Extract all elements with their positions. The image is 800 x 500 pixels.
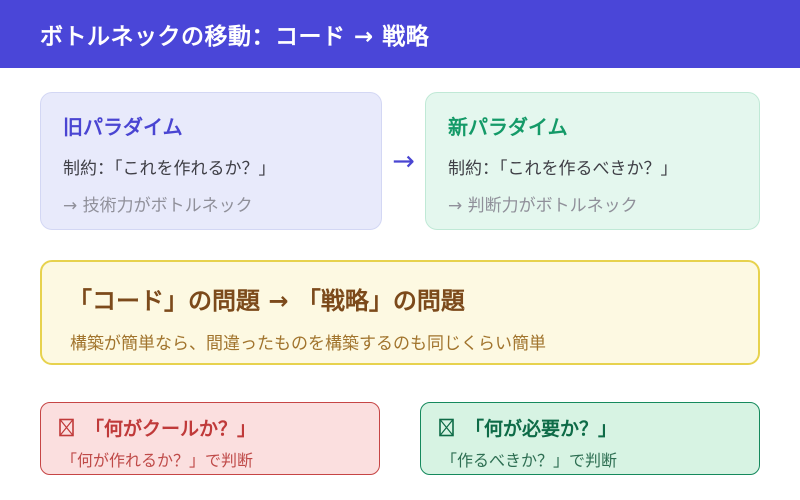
content-area: 旧パラダイム 制約：「これを作れるか？」 → 技術力がボトルネック → 新パラダ… (0, 92, 800, 475)
cool-criteria-title-row: 「何がクールか？」 (59, 414, 361, 441)
needed-criteria-title: 「何が必要か？」 (465, 418, 618, 440)
needed-criteria-title-row: 「何が必要か？」 (439, 414, 741, 441)
needed-criteria-card: 「何が必要か？」 「作るべきか？」で判断 (420, 402, 760, 475)
verdict-row: 「何がクールか？」 「何が作れるか？」で判断 「何が必要か？」 「作るべきか？」… (40, 402, 760, 475)
new-paradigm-constraint: 制約：「これを作るべきか？」 (448, 159, 678, 179)
new-paradigm-bottleneck: → 判断力がボトルネック (448, 196, 638, 216)
problem-shift-subtitle: 構築が簡単なら、間違ったものを構築するのも同じくらい簡単 (70, 334, 546, 354)
new-paradigm-card: 新パラダイム 制約：「これを作るべきか？」 → 判断力がボトルネック (425, 92, 760, 230)
cool-criteria-title: 「何がクールか？」 (85, 418, 257, 440)
paradigm-row: 旧パラダイム 制約：「これを作れるか？」 → 技術力がボトルネック → 新パラダ… (40, 92, 760, 230)
old-paradigm-constraint: 制約：「これを作れるか？」 (63, 159, 276, 179)
cool-criteria-card: 「何がクールか？」 「何が作れるか？」で判断 (40, 402, 380, 475)
old-paradigm-bottleneck: → 技術力がボトルネック (63, 196, 253, 216)
old-paradigm-title: 旧パラダイム (63, 115, 183, 139)
problem-shift-card: 「コード」の問題 → 「戦略」の問題 構築が簡単なら、間違ったものを構築するのも… (40, 260, 760, 365)
new-paradigm-title: 新パラダイム (448, 115, 568, 139)
header-bar: ボトルネックの移動：コード → 戦略 (0, 0, 800, 68)
problem-shift-title: 「コード」の問題 → 「戦略」の問題 (68, 287, 465, 315)
missing-glyph-icon (439, 418, 454, 437)
cool-criteria-subtitle: 「何が作れるか？」で判断 (61, 451, 254, 470)
page-title: ボトルネックの移動：コード → 戦略 (40, 24, 430, 50)
old-paradigm-card: 旧パラダイム 制約：「これを作れるか？」 → 技術力がボトルネック (40, 92, 382, 230)
right-arrow-icon: → (392, 145, 415, 177)
missing-glyph-icon (59, 418, 74, 437)
needed-criteria-subtitle: 「作るべきか？」で判断 (441, 451, 618, 470)
